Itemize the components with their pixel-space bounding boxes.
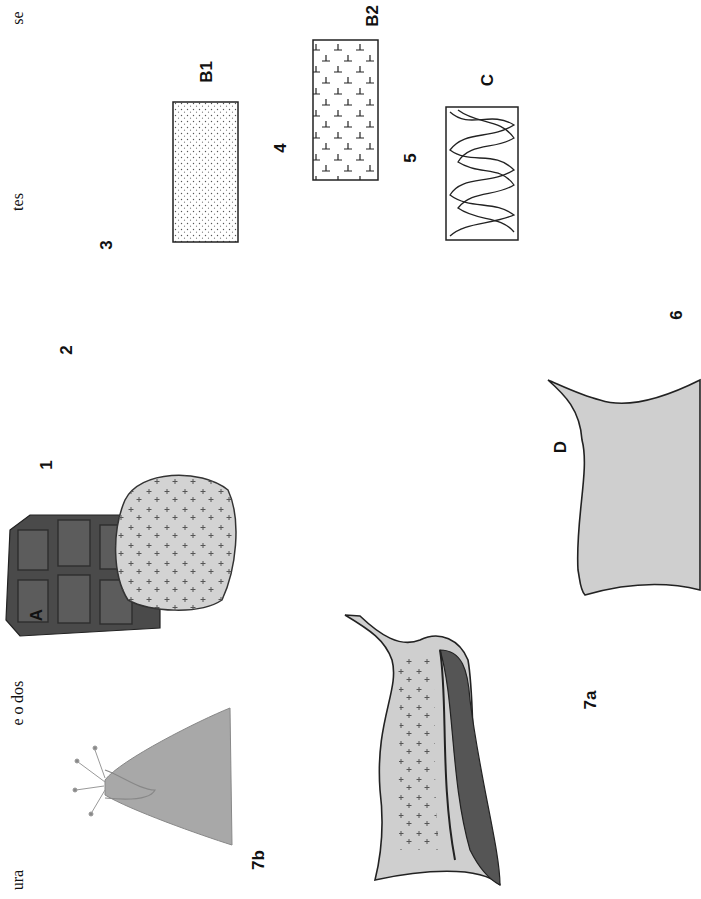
text-fragment: ura (10, 870, 26, 890)
text-fragment: dos (10, 681, 26, 703)
callout-label: B2 (364, 5, 381, 27)
text-fragment: e o (10, 706, 26, 725)
callout-label: 2 (58, 345, 75, 354)
callout-label: A (28, 609, 45, 621)
callout-label: 5 (402, 153, 419, 162)
callout-label: 7b (250, 850, 267, 870)
callout-label: 3 (98, 240, 115, 249)
callout-label: 7a (582, 691, 599, 710)
text-fragment: tes (10, 193, 26, 211)
callout-label: C (479, 74, 496, 86)
callout-label: D (552, 441, 569, 453)
callout-label: 6 (668, 310, 685, 319)
callout-label: 1 (38, 460, 55, 469)
text-fragment: se (10, 11, 26, 24)
callout-label: 4 (272, 143, 289, 152)
callout-label: B1 (198, 61, 215, 83)
